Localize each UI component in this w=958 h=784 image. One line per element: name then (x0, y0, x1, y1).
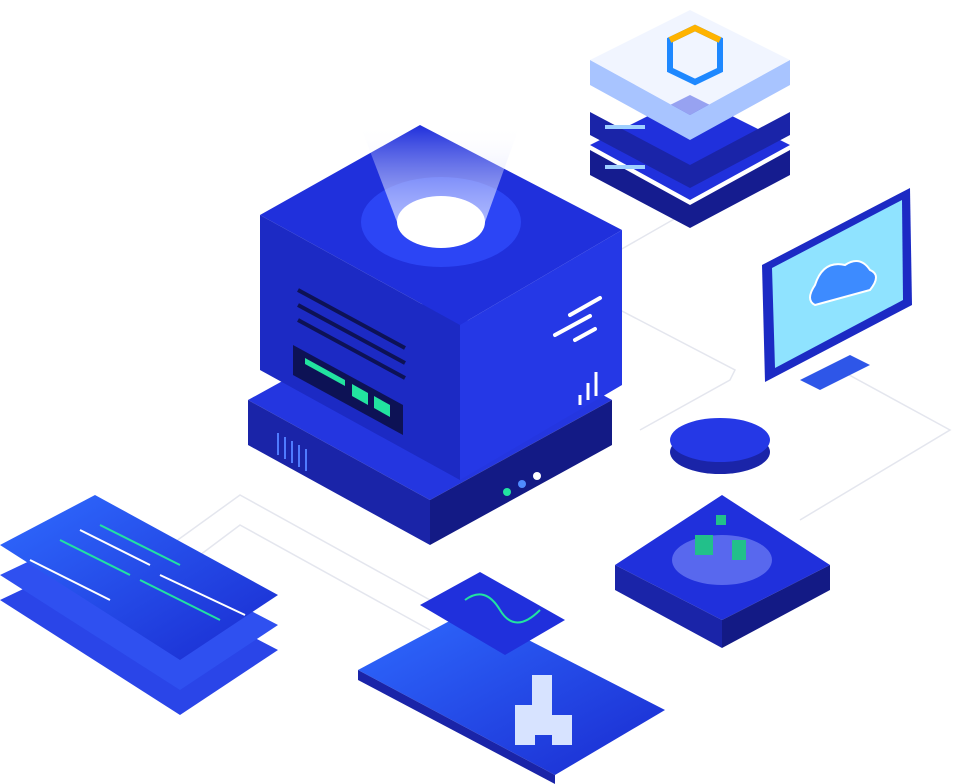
server-rack-stack (590, 10, 790, 228)
signal-bars-icon (578, 372, 598, 405)
vent-lines (277, 433, 307, 471)
light-beam (360, 125, 520, 222)
wave-line (464, 593, 541, 624)
chart-card (420, 572, 565, 655)
dash-marks (553, 296, 602, 342)
monitor (762, 188, 912, 390)
code-panel-stack (0, 495, 278, 715)
bar-blocks (515, 675, 572, 745)
monitor-stand (800, 355, 870, 390)
code-lines (29, 524, 246, 621)
main-server-cube (260, 125, 622, 480)
company-logo (667, 24, 723, 86)
grille-lines (297, 288, 406, 380)
dashboard-panel (358, 572, 665, 784)
floating-disc (670, 418, 770, 474)
display-bars (305, 358, 390, 417)
green-blocks (695, 515, 746, 560)
status-light (533, 472, 541, 480)
status-light (503, 488, 511, 496)
light-source (397, 196, 485, 248)
chip-platform (615, 495, 830, 648)
cloud-icon (809, 260, 877, 307)
rack-leds (605, 125, 645, 169)
status-light (518, 480, 526, 488)
